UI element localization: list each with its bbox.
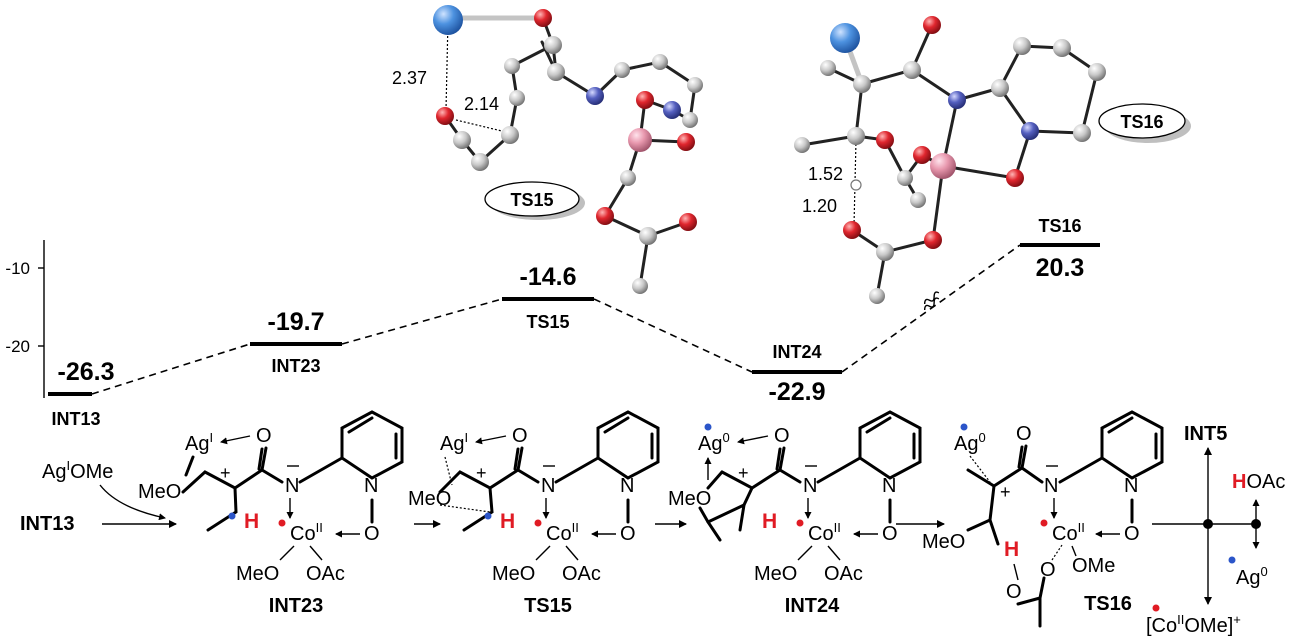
svg-text:AgI: AgI (440, 430, 468, 455)
structure-ts15: AgI O MeO + H N N O CoII MeO OAc TS15 (408, 410, 687, 617)
energy-ts16: 20.3 (1036, 254, 1085, 282)
energy-int13: -26.3 (58, 358, 115, 386)
dist-c-h: 1.52 (808, 164, 843, 184)
structure-ts16: Ag0 O + MeO H O O N N O CoII OMe TS16 (922, 410, 1164, 628)
svg-text:OAc: OAc (306, 563, 345, 585)
svg-text:MeO: MeO (236, 563, 279, 585)
product-hoac: HOAc (1232, 471, 1285, 493)
svg-text:AgI: AgI (185, 430, 213, 455)
structure-int24: Ag0 O MeO + H N N O CoII MeO OAc INT24 (668, 410, 945, 617)
svg-text:CoII: CoII (1052, 520, 1085, 545)
svg-text:O: O (882, 523, 898, 545)
structure-label-int24: INT24 (785, 595, 840, 617)
svg-text:H: H (762, 510, 777, 533)
svg-text:OMe: OMe (1072, 555, 1115, 577)
label-int13: INT13 (51, 409, 100, 429)
svg-text:N: N (1124, 475, 1138, 497)
svg-text:CoII: CoII (290, 520, 323, 545)
product-int5: INT5 (1184, 423, 1227, 445)
svg-text:N: N (803, 475, 817, 497)
energy-ts15: -14.6 (520, 263, 577, 291)
label-ts16: TS16 (1038, 216, 1081, 236)
structure-label-ts15: TS15 (524, 595, 572, 617)
dist-ag-o: 2.37 (392, 68, 427, 88)
svg-text:O: O (512, 425, 528, 447)
svg-text:N: N (364, 475, 378, 497)
radical-dot-blue (228, 512, 236, 520)
energy-profile: -26.3 INT13 -19.7 INT23 -14.6 TS15 INT24… (48, 216, 1100, 429)
svg-text:OAc: OAc (824, 563, 863, 585)
svg-text:+: + (220, 463, 231, 483)
svg-text:+: + (476, 463, 487, 483)
start-label: INT13 (20, 513, 74, 535)
reagent-ag-ome: AgIOMe (42, 458, 113, 483)
ts16-badge: TS16 (1120, 112, 1163, 132)
svg-text:N: N (285, 475, 299, 497)
svg-text:CoII: CoII (546, 520, 579, 545)
svg-text:OAc: OAc (562, 563, 601, 585)
svg-text:O: O (1016, 423, 1032, 445)
energy-axis: -10 -20 (5, 240, 45, 398)
svg-text:MeO: MeO (138, 481, 181, 503)
svg-text:MeO: MeO (492, 563, 535, 585)
tick-label-minus20: -20 (5, 337, 30, 356)
product-co-ome: [CoIIOMe]+ (1146, 612, 1241, 637)
energy-int24: -22.9 (769, 378, 826, 406)
label-int23: INT23 (271, 356, 320, 376)
svg-text:+: + (738, 463, 749, 483)
svg-text:N: N (882, 475, 896, 497)
scheme-start: AgIOMe INT13 (20, 458, 177, 535)
structure-label-int23: INT23 (269, 595, 323, 617)
svg-text:MeO: MeO (922, 531, 965, 553)
svg-text:MeO: MeO (408, 488, 451, 510)
product-ag0: Ag0 (1236, 564, 1268, 589)
tick-label-minus10: -10 (5, 259, 30, 278)
label-int24: INT24 (772, 342, 821, 362)
svg-text:O: O (1040, 559, 1056, 581)
svg-text:O: O (1006, 581, 1022, 603)
svg-text:O: O (256, 425, 272, 447)
svg-text:+: + (1000, 482, 1011, 502)
ts15-badge: TS15 (510, 190, 553, 210)
svg-text:O: O (774, 425, 790, 447)
svg-text:O: O (620, 523, 636, 545)
ts16-3d-model: 1.52 1.20 TS16 (794, 16, 1191, 304)
svg-text:CoII: CoII (808, 520, 841, 545)
svg-text:O: O (364, 523, 380, 545)
svg-text:Ag0: Ag0 (954, 430, 986, 455)
svg-text:N: N (1044, 475, 1058, 497)
svg-text:N: N (541, 475, 555, 497)
svg-text:H: H (500, 510, 515, 533)
svg-text:N: N (620, 475, 634, 497)
axis-break-icon (923, 291, 940, 304)
ts15-3d-model: 2.37 2.14 TS15 (392, 5, 703, 294)
svg-text:MeO: MeO (668, 488, 711, 510)
svg-text:H: H (1004, 538, 1019, 561)
dist-o-h: 2.14 (464, 94, 499, 114)
hydrogen-highlight: H (244, 510, 259, 533)
energy-int23: -19.7 (268, 308, 325, 336)
structure-int23: AgI O MeO + H N N O CoII MeO OAc INT23 (138, 410, 441, 617)
svg-text:O: O (1124, 523, 1140, 545)
dist-h-o: 1.20 (802, 196, 837, 216)
label-ts15: TS15 (526, 312, 569, 332)
structure-label-ts16: TS16 (1084, 593, 1132, 615)
svg-text:Ag0: Ag0 (698, 430, 730, 455)
svg-text:MeO: MeO (754, 563, 797, 585)
product-splitter: INT5 HOAc Ag0 [CoIIOMe]+ (1146, 423, 1285, 637)
